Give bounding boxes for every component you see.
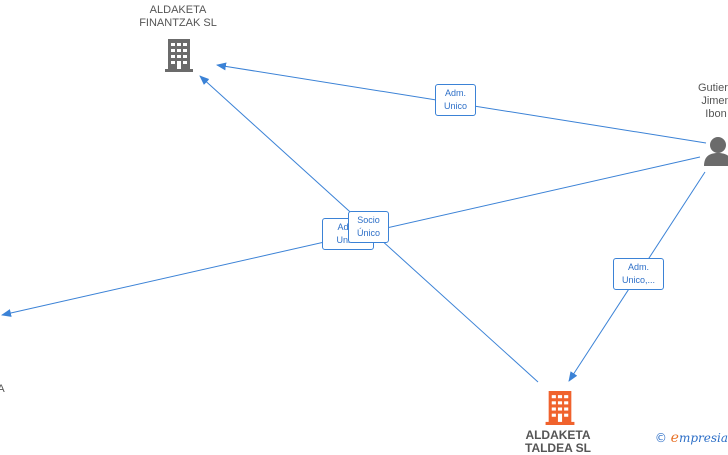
building-icon[interactable]	[545, 391, 575, 425]
edge-label-adm-unico-top[interactable]: Adm. Unico	[435, 84, 476, 116]
node-label-taldea: ALDAKETA TALDEA SL	[525, 428, 591, 455]
brand-rest: mpresia	[678, 431, 728, 445]
edge-label-adm-unico-right[interactable]: Adm. Unico,...	[613, 258, 664, 290]
node-label-person: Gutiern Jimen Ibon	[697, 82, 728, 120]
copyright-symbol: ©	[654, 431, 667, 445]
brand-initial: e	[670, 430, 679, 446]
node-label-left: A	[0, 383, 5, 395]
person-icon[interactable]	[704, 136, 728, 166]
empresia-watermark: © empresia	[655, 430, 728, 446]
edge-label-socio-unico[interactable]: Socio Único	[348, 211, 389, 243]
building-icon[interactable]	[165, 39, 193, 72]
node-label-finantzak: ALDAKETA FINANTZAK SL	[139, 4, 217, 29]
